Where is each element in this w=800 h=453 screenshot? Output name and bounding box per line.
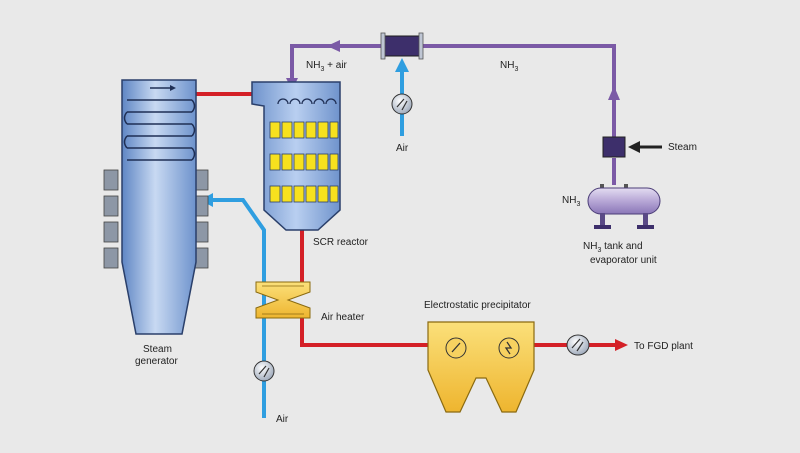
evaporator-box: [602, 136, 626, 158]
tank-caption-line1: NH3 tank and: [583, 241, 643, 254]
air-fan-bottom-icon: [253, 360, 275, 382]
tank-caption-line2: evaporator unit: [590, 255, 657, 266]
air-fan-top-icon: [391, 93, 413, 115]
scr-reactor-label: SCR reactor: [313, 237, 369, 248]
air-heater: [255, 281, 311, 319]
flue-gas-arrow-out: [615, 339, 628, 351]
steam-generator-label-line1: Steam: [143, 344, 172, 355]
nh3-tank-label: NH3: [562, 195, 580, 208]
air-top-label: Air: [396, 143, 409, 154]
ammonia-air-mixer: [380, 32, 424, 60]
nh3-tank: [587, 184, 661, 229]
id-fan-icon: [566, 334, 590, 356]
air-heater-label: Air heater: [321, 312, 365, 323]
steam-generator-label-line2: generator: [135, 356, 178, 367]
esp-label: Electrostatic precipitator: [424, 300, 531, 311]
steam-arrow-icon: [628, 141, 662, 153]
electrostatic-precipitator: [427, 321, 535, 413]
scr-catalyst-layers: [269, 121, 339, 203]
nh3-air-label: NH3 + air: [306, 60, 348, 73]
to-fgd-label: To FGD plant: [634, 341, 693, 352]
ammonia-arrow-top: [327, 40, 340, 52]
steam-label: Steam: [668, 142, 697, 153]
ammonia-arrow-right: [608, 86, 620, 100]
air-bottom-label: Air: [276, 414, 289, 425]
air-line-bottom: [212, 198, 266, 418]
nh3-top-label: NH3: [500, 60, 518, 73]
steam-generator: [103, 79, 209, 335]
